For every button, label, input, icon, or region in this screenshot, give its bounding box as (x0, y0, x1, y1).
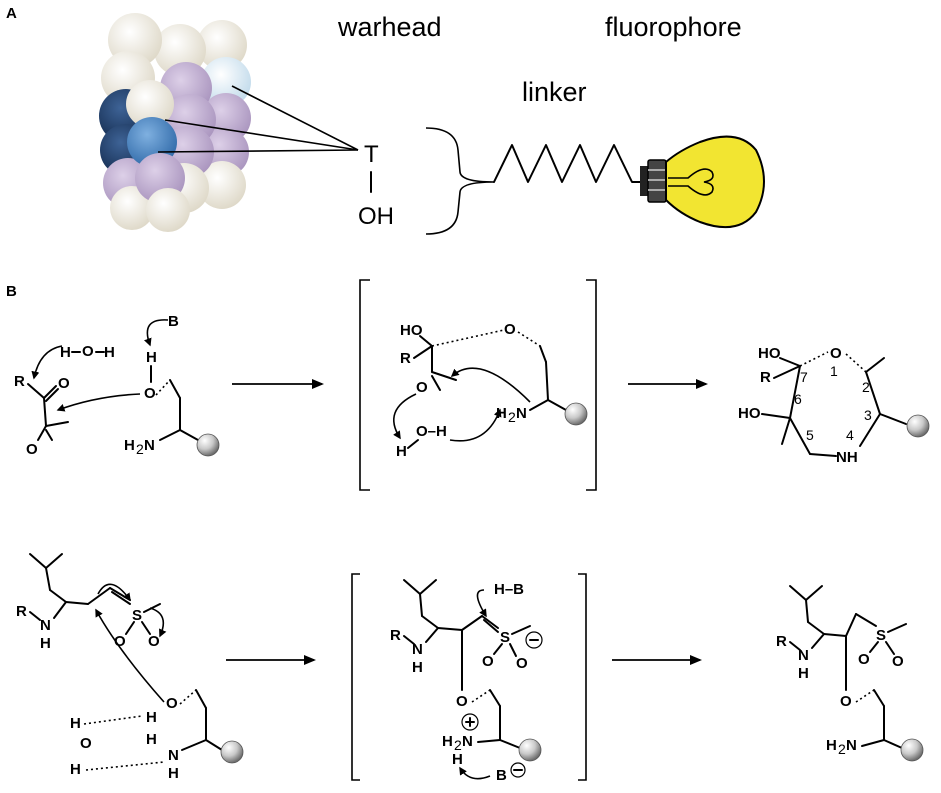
svg-text:O: O (892, 653, 904, 670)
svg-text:N: N (846, 737, 857, 754)
svg-text:O: O (482, 653, 494, 670)
svg-text:HO: HO (738, 405, 761, 422)
svg-text:H: H (104, 344, 115, 361)
svg-text:H: H (442, 733, 453, 750)
svg-text:O: O (456, 693, 468, 710)
svg-text:O: O (58, 375, 70, 392)
svg-text:H: H (124, 437, 135, 454)
svg-text:HO: HO (758, 345, 781, 362)
svg-text:1: 1 (830, 363, 838, 379)
svg-text:2: 2 (136, 441, 144, 457)
svg-text:O: O (82, 343, 94, 360)
svg-text:4: 4 (846, 427, 854, 443)
svg-text:O: O (148, 633, 160, 650)
svg-text:S: S (876, 627, 886, 644)
fluorophore-bulb-icon (640, 135, 765, 229)
svg-text:S: S (132, 607, 142, 624)
svg-text:H: H (146, 731, 157, 748)
svg-text:H: H (60, 344, 71, 361)
bracket-right-2 (578, 573, 587, 781)
svg-text:2: 2 (862, 379, 870, 395)
svg-text:B: B (168, 313, 179, 330)
svg-text:O–H: O–H (416, 423, 447, 440)
svg-text:N: N (462, 733, 473, 750)
svg-text:O: O (144, 385, 156, 402)
label-linker: linker (522, 77, 587, 107)
svg-text:H: H (496, 405, 507, 422)
bracket-left-1 (359, 279, 370, 491)
svg-text:N: N (144, 437, 155, 454)
mech1-step3: HO R O NH HO 1 2 3 4 5 6 7 (738, 345, 930, 466)
panel-label-b: B (6, 283, 17, 300)
label-warhead: warhead (337, 12, 442, 42)
linker-chain (493, 144, 641, 183)
svg-text:R: R (400, 350, 411, 367)
svg-text:2: 2 (508, 409, 516, 425)
svg-text:O: O (840, 693, 852, 710)
label-threonine: T (364, 141, 379, 168)
svg-text:2: 2 (838, 741, 846, 757)
label-hydroxyl: OH (358, 203, 394, 230)
svg-text:O: O (166, 695, 178, 712)
svg-text:O: O (26, 441, 38, 458)
pointer-line-3 (157, 149, 359, 153)
svg-text:HO: HO (400, 322, 423, 339)
svg-text:H–B: H–B (494, 581, 524, 598)
mech1-step2: HO R O O H 2 N O–H H (393, 321, 588, 460)
svg-text:H: H (826, 737, 837, 754)
svg-text:H: H (146, 349, 157, 366)
svg-text:R: R (760, 369, 771, 386)
pointer-line-2 (164, 119, 359, 151)
svg-text:H: H (412, 659, 423, 676)
svg-text:N: N (40, 617, 51, 634)
svg-text:3: 3 (864, 407, 872, 423)
mech2-step3: R N H S O O O H 2 N (776, 585, 924, 762)
pointer-line-1 (231, 85, 359, 151)
svg-text:N: N (516, 405, 527, 422)
panel-label-a: A (6, 5, 17, 22)
svg-text:O: O (516, 655, 528, 672)
svg-text:R: R (16, 603, 27, 620)
svg-text:R: R (390, 627, 401, 644)
svg-text:H: H (396, 443, 407, 460)
mech1-step1: B H H O H O H 2 N R O O (14, 313, 220, 458)
svg-text:O: O (858, 651, 870, 668)
svg-text:H: H (168, 765, 179, 782)
warhead-brace (425, 127, 495, 235)
svg-text:H: H (70, 761, 81, 778)
svg-text:R: R (776, 633, 787, 650)
svg-text:O: O (830, 345, 842, 362)
svg-text:H: H (798, 665, 809, 682)
svg-text:O: O (416, 379, 428, 396)
svg-text:O: O (114, 633, 126, 650)
svg-text:N: N (168, 747, 179, 764)
svg-text:S: S (500, 629, 510, 646)
svg-text:NH: NH (836, 449, 858, 466)
svg-text:5: 5 (806, 427, 814, 443)
svg-text:H: H (40, 635, 51, 652)
svg-text:B: B (496, 767, 507, 784)
mech2-step1: R N H S O O O H H O H H N H (16, 553, 244, 782)
mech2-step2: H–B R N H S O O O H 2 N H (390, 579, 543, 784)
svg-text:O: O (504, 321, 516, 338)
label-fluorophore: fluorophore (605, 12, 742, 42)
svg-text:O: O (80, 735, 92, 752)
svg-text:6: 6 (794, 391, 802, 407)
bracket-right-1 (586, 279, 597, 491)
svg-text:H: H (452, 751, 463, 768)
svg-text:2: 2 (454, 737, 462, 753)
svg-text:N: N (798, 647, 809, 664)
svg-text:R: R (14, 373, 25, 390)
bracket-left-2 (351, 573, 360, 781)
svg-text:7: 7 (800, 369, 808, 385)
svg-text:H: H (146, 709, 157, 726)
svg-text:N: N (412, 641, 423, 658)
svg-text:H: H (70, 715, 81, 732)
proteasome-model (99, 13, 251, 232)
